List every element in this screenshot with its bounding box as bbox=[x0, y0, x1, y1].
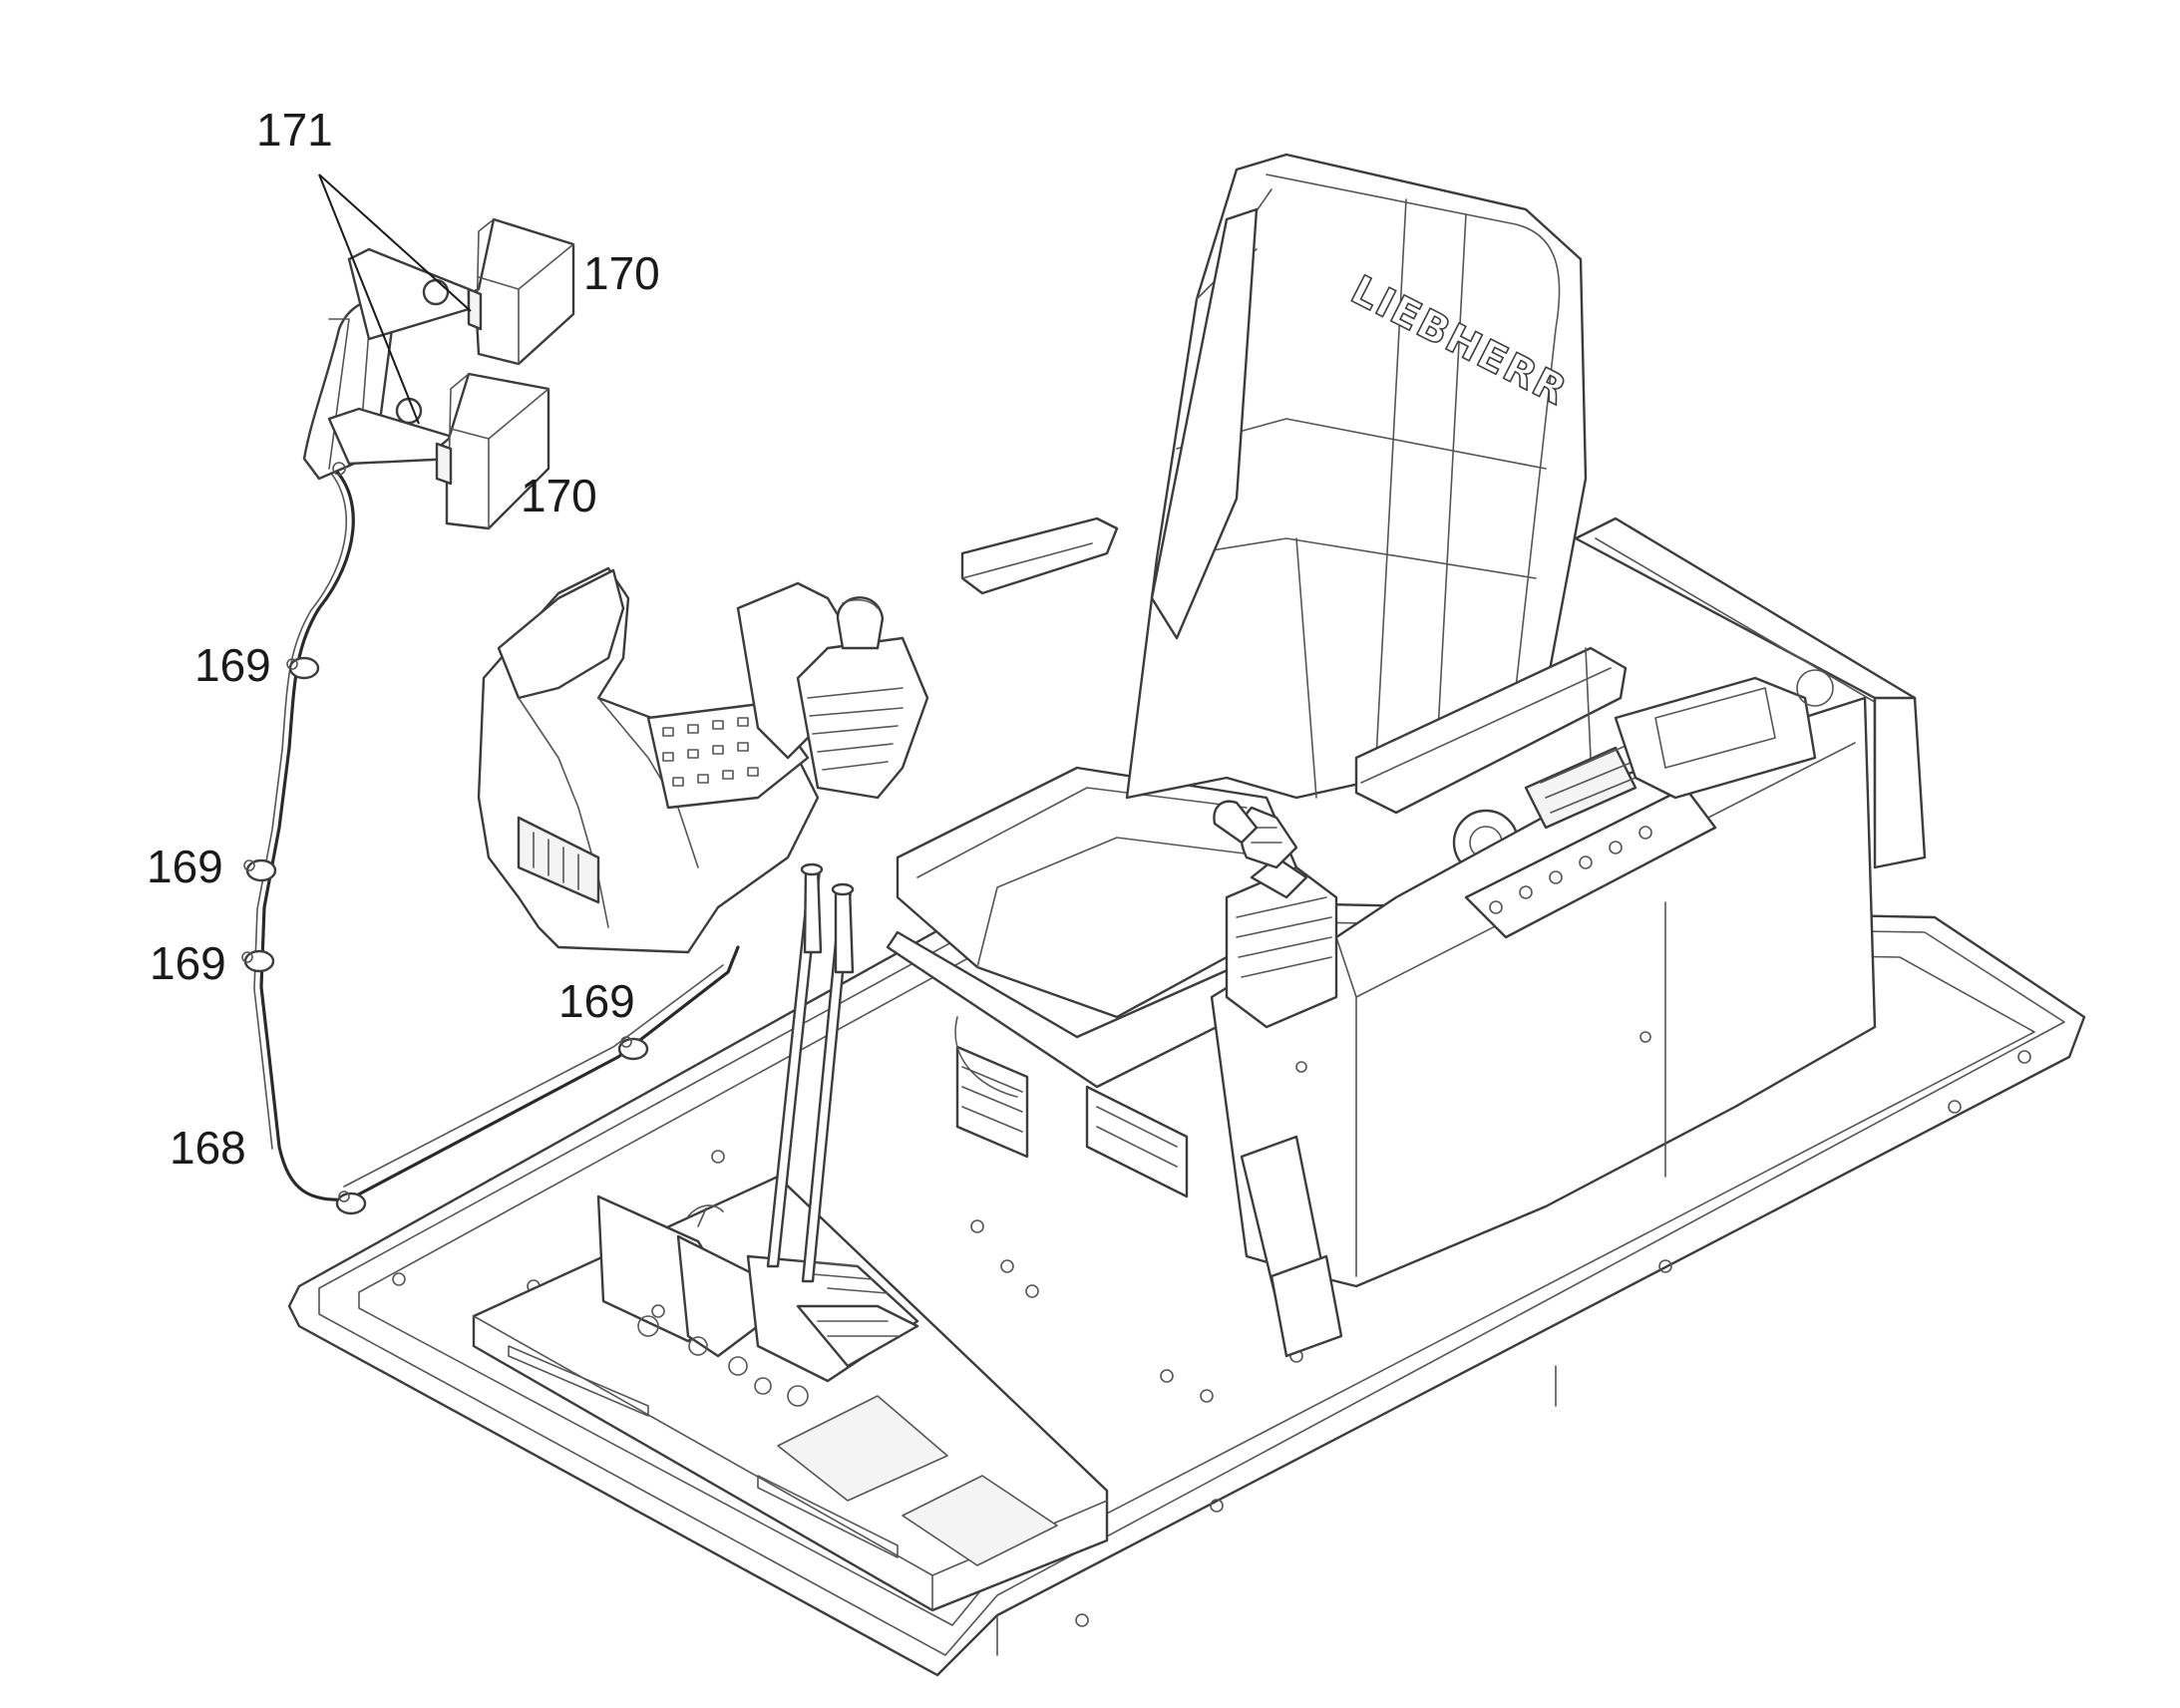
callout-171: 171 bbox=[256, 104, 333, 156]
operator-seat: LIEBHERR bbox=[886, 153, 1628, 1198]
right-console bbox=[1210, 516, 1927, 1358]
callout-170-lower: 170 bbox=[521, 470, 597, 521]
travel-levers bbox=[766, 862, 855, 1283]
light-bracket bbox=[302, 247, 471, 481]
callout-168: 168 bbox=[170, 1122, 246, 1174]
callout-169-top: 169 bbox=[194, 639, 271, 691]
callout-169-lower: 169 bbox=[150, 937, 226, 989]
cable-clamp-middle bbox=[243, 858, 277, 882]
pedal-assembly bbox=[472, 1175, 1109, 1612]
callout-170-upper: 170 bbox=[583, 247, 660, 299]
cable-clamp-floor bbox=[617, 1036, 649, 1061]
left-console bbox=[477, 566, 929, 954]
callout-169-middle: 169 bbox=[147, 841, 223, 892]
wiring-harness bbox=[253, 467, 740, 1201]
cable-clamp-corner bbox=[335, 1191, 367, 1215]
cable-clamp-lower bbox=[241, 949, 275, 973]
work-light-lower bbox=[435, 372, 550, 530]
callout-leaders bbox=[318, 173, 472, 425]
work-light-upper bbox=[467, 217, 575, 366]
callout-169-floor: 169 bbox=[558, 975, 635, 1027]
cable-clamp-top bbox=[286, 656, 320, 680]
